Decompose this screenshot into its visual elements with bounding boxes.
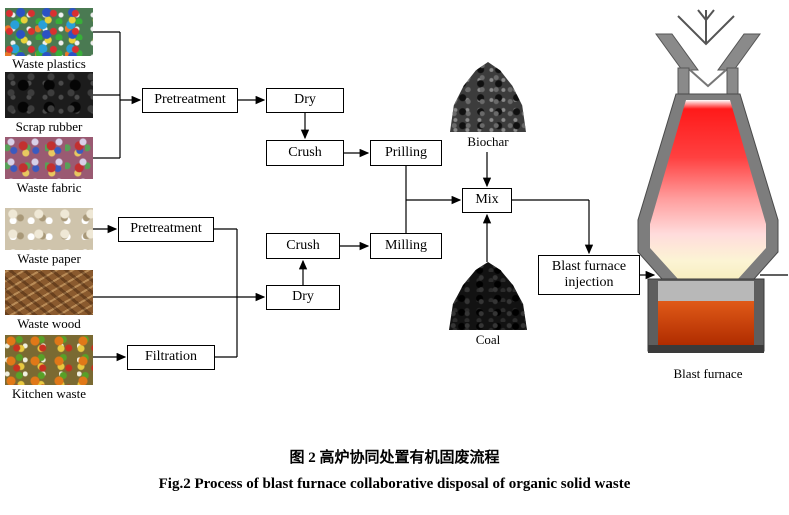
waste-fabric-label: Waste fabric [16,180,82,195]
figure-caption-en: Fig.2 Process of blast furnace collabora… [158,476,631,492]
blast-furnace-illustration [637,9,779,353]
mix-box: Mix [462,188,512,213]
milling-box: Milling [370,233,442,259]
coal-label: Coal [475,332,501,347]
crush-bottom-box: Crush [266,233,340,259]
figure-caption-zh: 图 2 高炉协同处置有机固废流程 [289,450,500,466]
blast-furnace-label: Blast furnace [673,366,743,381]
kitchen-waste-image [5,335,93,385]
waste-plastics-image [5,8,93,56]
blast-furnace-injection-box: Blast furnace injection [538,255,640,295]
dry-top-box: Dry [266,88,344,113]
coal-image [449,262,527,330]
pretreatment-top-box: Pretreatment [142,88,238,113]
pretreatment-bottom-box: Pretreatment [118,217,214,242]
waste-paper-label: Waste paper [17,251,81,266]
waste-fabric-image [5,137,93,179]
biochar-label: Biochar [467,134,509,149]
filtration-box: Filtration [127,345,215,370]
dry-bottom-box: Dry [266,285,340,310]
waste-wood-label: Waste wood [17,316,81,331]
crush-top-box: Crush [266,140,344,166]
waste-wood-image [5,270,93,315]
waste-plastics-label: Waste plastics [12,56,86,71]
waste-paper-image [5,208,93,250]
prilling-box: Prilling [370,140,442,166]
kitchen-waste-label: Kitchen waste [11,386,86,401]
scrap-rubber-label: Scrap rubber [15,119,83,134]
biochar-image [450,62,526,132]
scrap-rubber-image [5,72,93,118]
